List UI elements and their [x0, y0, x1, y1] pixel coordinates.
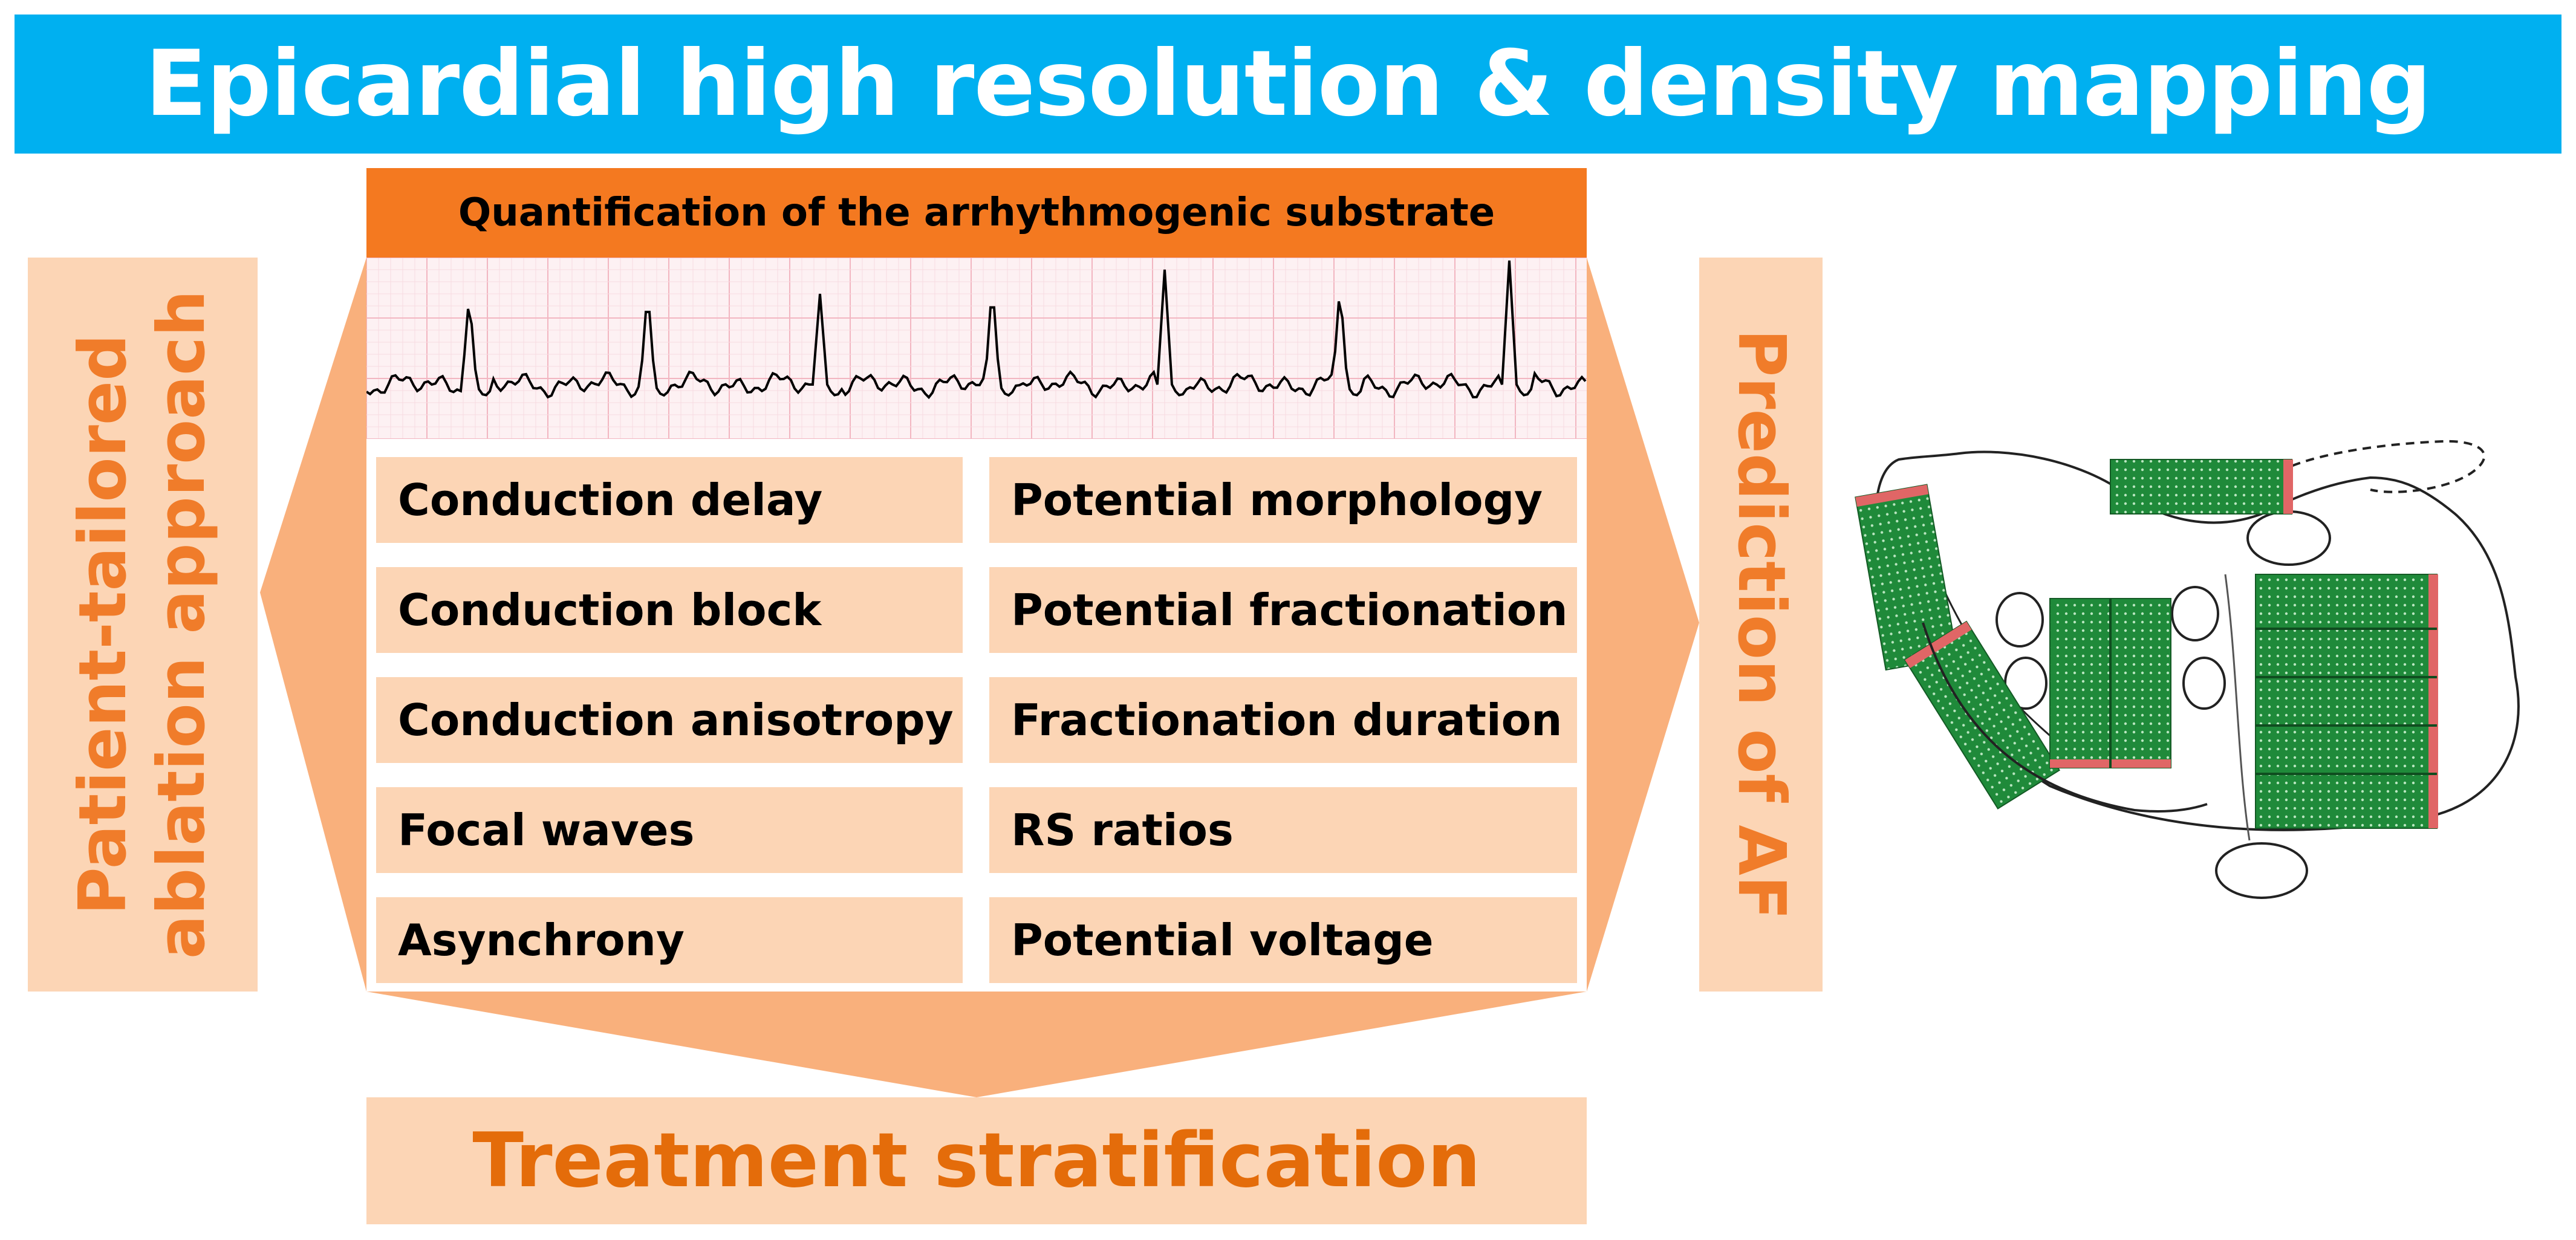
ecg-trace — [366, 258, 1587, 439]
param-label: Fractionation duration — [1011, 695, 1563, 745]
param-label: Conduction block — [398, 585, 822, 635]
param-potential-morphology: Potential morphology — [989, 457, 1577, 543]
param-conduction-delay: Conduction delay — [376, 457, 963, 543]
param-label: Focal waves — [398, 805, 695, 855]
electrode-right-stack — [2255, 574, 2438, 829]
param-potential-voltage: Potential voltage — [989, 897, 1577, 983]
param-potential-fractionation: Potential fractionation — [989, 567, 1577, 653]
param-focal-waves: Focal waves — [376, 787, 963, 873]
title-banner: Epicardial high resolution & density map… — [15, 15, 2561, 154]
param-label: Conduction anisotropy — [398, 695, 954, 745]
title-text: Epicardial high resolution & density map… — [145, 31, 2431, 137]
vein-ostium-6 — [2215, 842, 2308, 899]
electrode-middle — [2049, 598, 2171, 768]
septum-line — [2224, 574, 2251, 841]
vein-ostium-3 — [2171, 586, 2219, 641]
right-label-box: Prediction of AF — [1699, 258, 1823, 992]
param-asynchrony: Asynchrony — [376, 897, 963, 983]
heart-electrode-diagram — [1855, 440, 2520, 899]
left-funnel-wedge — [260, 258, 366, 992]
param-label: Asynchrony — [398, 915, 685, 966]
param-label: Conduction delay — [398, 475, 823, 525]
ecg-signal — [366, 260, 1587, 400]
vein-ostium-1 — [1995, 592, 2044, 648]
quantification-header-text: Quantification of the arrhythmogenic sub… — [458, 190, 1495, 235]
param-fractionation-duration: Fractionation duration — [989, 677, 1577, 763]
left-label-box: Patient-tailored ablation approach — [28, 258, 258, 992]
bottom-funnel-wedge — [366, 992, 1587, 1097]
left-label-line-2: ablation approach — [144, 290, 220, 959]
param-label: Potential fractionation — [1011, 585, 1568, 635]
left-label-line-1: Patient-tailored — [65, 334, 141, 915]
left-label-text: Patient-tailored ablation approach — [64, 290, 221, 959]
right-label-text: Prediction of AF — [1723, 329, 1799, 920]
treatment-stratification-text: Treatment stratification — [472, 1117, 1481, 1204]
vein-ostium-4 — [2182, 657, 2226, 710]
ecg-grid — [366, 258, 1587, 439]
electrode-top — [2110, 459, 2293, 515]
param-label: Potential voltage — [1011, 915, 1434, 966]
right-funnel-wedge — [1587, 258, 1699, 992]
param-conduction-block: Conduction block — [376, 567, 963, 653]
electrode-left-lower — [1904, 620, 2061, 810]
param-label: Potential morphology — [1011, 475, 1543, 525]
atria-bottom-curve — [1922, 622, 2208, 813]
param-label: RS ratios — [1011, 805, 1234, 855]
param-conduction-anisotropy: Conduction anisotropy — [376, 677, 963, 763]
left-atrial-appendage — [2266, 440, 2486, 493]
vein-ostium-5 — [2246, 510, 2331, 566]
quantification-header: Quantification of the arrhythmogenic sub… — [366, 168, 1587, 258]
treatment-stratification-box: Treatment stratification — [366, 1097, 1587, 1224]
param-rs-ratios: RS ratios — [989, 787, 1577, 873]
